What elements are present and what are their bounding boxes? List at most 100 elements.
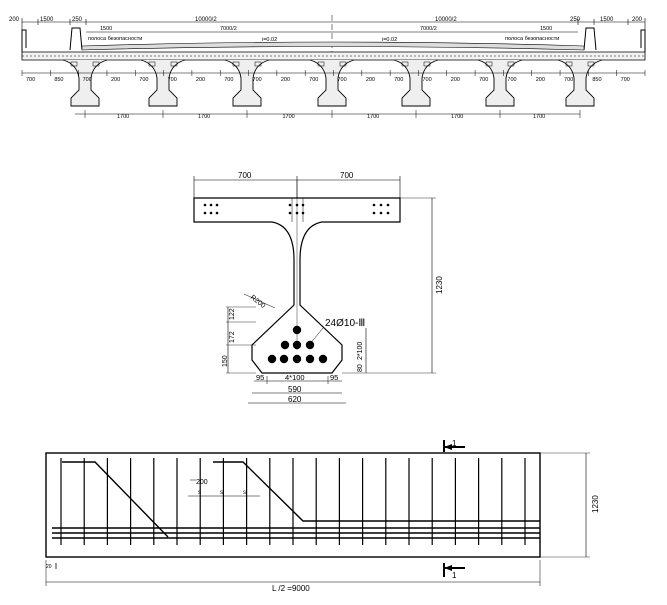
joint-mark bbox=[232, 61, 240, 67]
rebar bbox=[279, 354, 289, 364]
dim-bot-95-right: 95 bbox=[330, 373, 338, 382]
dim-left-2: 150 bbox=[222, 355, 229, 367]
joint-mark bbox=[507, 61, 515, 67]
bottom-dim-label: 700 bbox=[168, 77, 177, 83]
bottom-dimensions: 700 850 700 200 700 700 200 700 700 200 700 700 200 7… bbox=[21, 70, 646, 83]
bottom-dim-label: 700 bbox=[224, 77, 233, 83]
dim-left-0: 122 bbox=[229, 308, 236, 320]
bottom-dim-label: 700 bbox=[338, 77, 347, 83]
dim-top-3: 10000/2 bbox=[195, 17, 217, 23]
joint-mark bbox=[148, 61, 156, 67]
dim-left-1: 172 bbox=[229, 331, 236, 343]
dim-sub-0: 1500 bbox=[100, 26, 112, 32]
bottom-dim-label: 200 bbox=[451, 77, 460, 83]
s-mark-2: s bbox=[220, 490, 223, 496]
rebar bbox=[292, 340, 302, 350]
flange-rebar bbox=[386, 203, 390, 207]
joint-mark bbox=[254, 61, 262, 67]
bottom-dim-label: 700 bbox=[422, 77, 431, 83]
dim-right-1: 2*100 bbox=[357, 342, 364, 360]
joint-mark bbox=[339, 61, 347, 67]
dim-sub-2: 7000/2 bbox=[420, 26, 437, 32]
joint-mark bbox=[317, 61, 325, 67]
dim-bot-4x100: 4*100 bbox=[285, 373, 305, 382]
dim-top-1: 1500 bbox=[40, 17, 54, 23]
dim-bot-590: 590 bbox=[288, 385, 302, 394]
cross-section-beam bbox=[309, 59, 355, 107]
bottom-dim-label: 850 bbox=[592, 77, 601, 83]
rebar bbox=[305, 340, 315, 350]
rebar bbox=[318, 354, 328, 364]
s-mark-1: s bbox=[198, 490, 201, 496]
joint-mark bbox=[423, 61, 431, 67]
right-barrier bbox=[583, 27, 597, 51]
section-mark-bottom-label: 1 bbox=[452, 571, 457, 580]
bottom-dim-label: 700 bbox=[253, 77, 262, 83]
flange-rebar bbox=[379, 203, 383, 207]
bottom-dim-label: 200 bbox=[536, 77, 545, 83]
rebar bbox=[267, 354, 277, 364]
flange-rebar bbox=[209, 203, 213, 207]
beam-spacing-label: 1700 bbox=[451, 114, 463, 120]
joint-mark bbox=[170, 61, 178, 67]
t-beam-outline bbox=[193, 197, 401, 374]
rebar-label: 24Ø10-Ⅲ bbox=[325, 318, 365, 329]
bottom-dim-label: 700 bbox=[139, 77, 148, 83]
slope-left-label: i=0.02 bbox=[262, 37, 277, 43]
flange-rebar bbox=[215, 203, 219, 207]
flange-rebar bbox=[203, 211, 207, 215]
rebar bbox=[305, 354, 315, 364]
cross-section-beam bbox=[477, 59, 523, 107]
flange-left-dim: 700 bbox=[238, 171, 252, 180]
dim-top-5: 250 bbox=[570, 17, 581, 23]
beam-spacing-label: 1700 bbox=[283, 114, 295, 120]
bent-bar-2 bbox=[213, 461, 540, 522]
bottom-dim-label: 700 bbox=[564, 77, 573, 83]
section-mark-top-label: 1 bbox=[452, 439, 457, 448]
bottom-dim-label: 700 bbox=[309, 77, 318, 83]
dim-bot-95-left: 95 bbox=[256, 373, 264, 382]
dim-top-0: 200 bbox=[9, 17, 20, 23]
joint-mark bbox=[485, 61, 493, 67]
bottom-dim-label: 200 bbox=[196, 77, 205, 83]
beam-height-dim: 1230 bbox=[435, 276, 444, 294]
bottom-dim-label: 700 bbox=[394, 77, 403, 83]
dim-top-2: 250 bbox=[72, 17, 83, 23]
bottom-dim-label: 850 bbox=[54, 77, 63, 83]
s-mark-3: s bbox=[243, 490, 246, 496]
flange-rebar bbox=[215, 211, 219, 215]
bottom-rebars bbox=[267, 325, 328, 364]
pavement bbox=[81, 41, 585, 51]
t-beam-section: 700 700 1230 R200 24Ø10-Ⅲ 122 172 150 2*… bbox=[193, 171, 444, 404]
flange-rebar bbox=[209, 211, 213, 215]
cross-section-beam bbox=[140, 59, 186, 107]
joint-mark bbox=[401, 61, 409, 67]
flange-right-dim: 700 bbox=[340, 171, 354, 180]
cross-section-beam bbox=[557, 59, 603, 107]
cross-section-beam bbox=[393, 59, 439, 107]
flange-rebar bbox=[203, 203, 207, 207]
left-barrier bbox=[69, 27, 83, 51]
dim-top-7: 200 bbox=[632, 17, 643, 23]
flange-rebars bbox=[203, 203, 390, 215]
bottom-dim-label: 200 bbox=[366, 77, 375, 83]
joint-mark bbox=[70, 61, 78, 67]
safety-strip-right: полоса безопасности bbox=[505, 36, 559, 42]
left-railing bbox=[21, 29, 27, 52]
dim-bot-620: 620 bbox=[288, 395, 302, 404]
stirrups bbox=[60, 458, 526, 545]
beam-spacing-label: 1700 bbox=[198, 114, 210, 120]
rebar bbox=[280, 340, 290, 350]
beam-spacing-label: 1700 bbox=[117, 114, 129, 120]
joint-mark bbox=[565, 61, 573, 67]
bridge-cross-section: 200 1500 250 10000/2 10000/2 250 1500 20… bbox=[9, 15, 646, 120]
flange-rebar bbox=[295, 203, 299, 207]
elevation-height-dim: 1230 bbox=[591, 495, 600, 513]
slope-right-label: i=0.02 bbox=[382, 37, 397, 43]
dim-sub-1: 7000/2 bbox=[220, 26, 237, 32]
dim-sub-3: 1500 bbox=[540, 26, 552, 32]
bottom-dim-label: 700 bbox=[621, 77, 630, 83]
flange-rebar bbox=[379, 211, 383, 215]
